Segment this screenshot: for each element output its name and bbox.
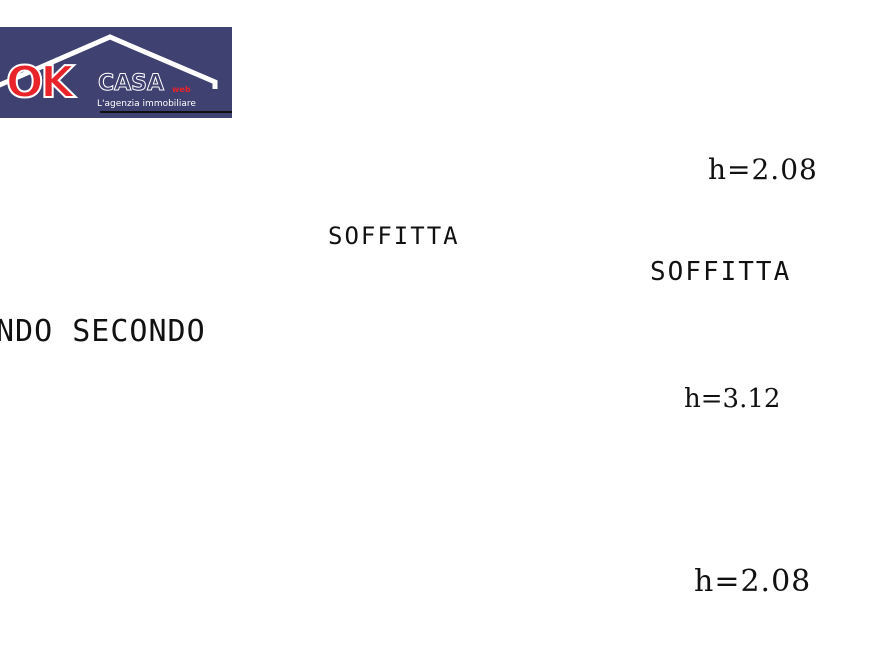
height-label-bottom: h=2.08 [694, 564, 812, 599]
floor-label: NDO SECONDO [0, 314, 206, 349]
left-room-wall [198, 145, 280, 614]
height-label-ridge: h=3.12 [684, 384, 781, 414]
height-label-top: h=2.08 [708, 153, 818, 186]
agency-logo: OK CASA web L'agenzia immobiliare [0, 27, 232, 118]
room-label-soffitta-left: SOFFITTA [328, 222, 460, 250]
logo-ok-text: OK [5, 57, 75, 108]
room-label-soffitta-right: SOFFITTA [650, 257, 792, 287]
logo-casa-text: CASA [97, 71, 165, 96]
stair-enclosure [311, 338, 592, 502]
logo-web-text: web [172, 85, 191, 94]
logo-tagline: L'agenzia immobiliare [97, 99, 196, 109]
soffitta-left-wall [311, 145, 464, 472]
house-roof-icon [0, 34, 232, 113]
